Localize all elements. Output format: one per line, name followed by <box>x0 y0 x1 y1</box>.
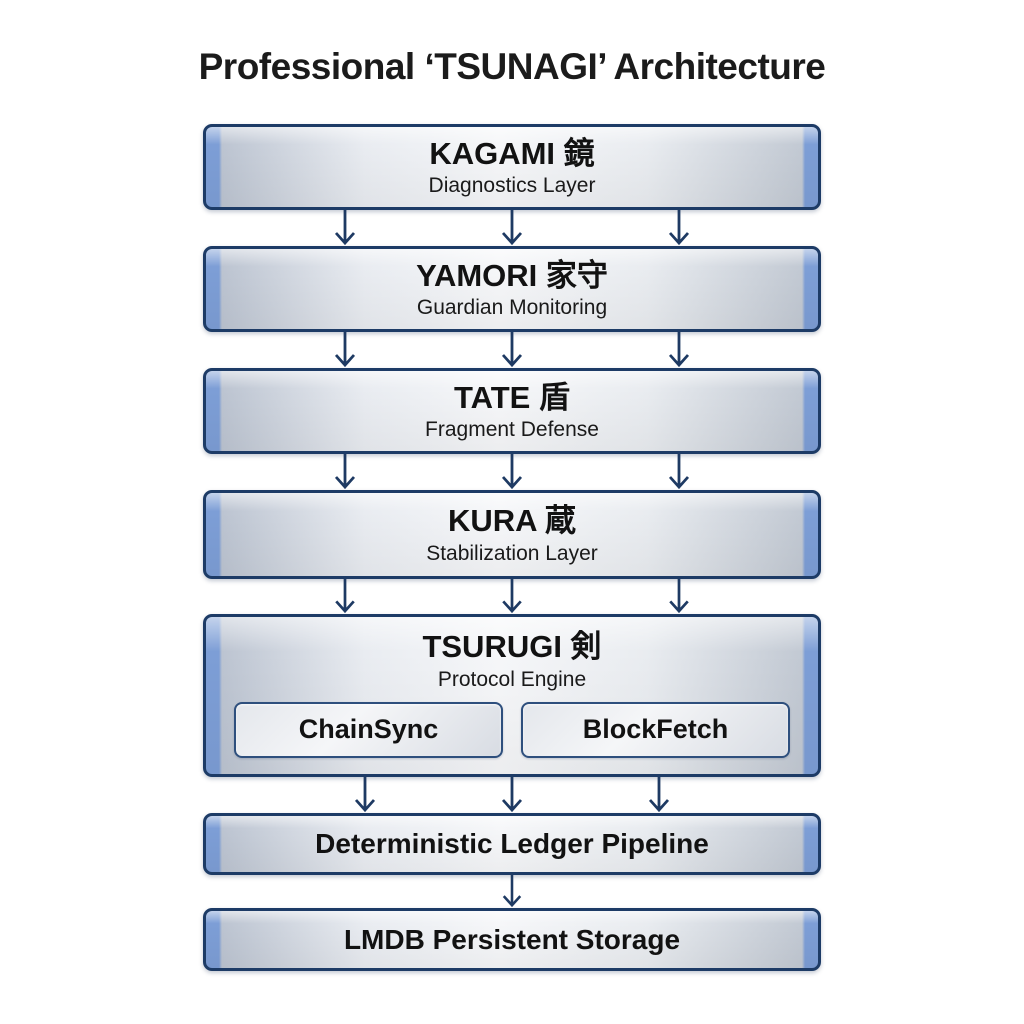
layer-box-yamori: YAMORI 家守 Guardian Monitoring <box>203 246 821 332</box>
down-arrow-icon <box>666 210 692 246</box>
layer-name: TSURUGI 剣 <box>422 629 602 664</box>
subcomponent-label: BlockFetch <box>582 714 729 745</box>
down-arrow-icon <box>666 454 692 490</box>
layer-name: LMDB Persistent Storage <box>343 923 681 955</box>
down-arrow-icon <box>332 454 358 490</box>
down-arrow-icon <box>666 579 692 614</box>
layer-subtitle: Stabilization Layer <box>426 541 598 565</box>
arrow-row <box>203 210 821 246</box>
subcomponent-box-chainsync: ChainSync <box>234 701 503 758</box>
down-arrow-icon <box>499 332 525 368</box>
layer-box-kagami: KAGAMI 鏡 Diagnostics Layer <box>203 124 821 210</box>
down-arrow-icon <box>499 777 525 813</box>
down-arrow-icon <box>499 579 525 614</box>
diagram-title: Professional ‘TSUNAGI’ Architecture <box>198 46 826 87</box>
down-arrow-icon <box>332 332 358 368</box>
layer-box-kura: KURA 蔵 Stabilization Layer <box>203 490 821 579</box>
layer-box-lmdb-storage: LMDB Persistent Storage <box>203 908 821 971</box>
down-arrow-icon <box>646 777 672 813</box>
arrow-row <box>203 579 821 614</box>
layer-name: Deterministic Ledger Pipeline <box>315 828 709 859</box>
subcomponent-row: ChainSync BlockFetch <box>206 692 818 758</box>
layer-name: KURA 蔵 <box>447 503 576 539</box>
layer-subtitle: Diagnostics Layer <box>428 174 596 198</box>
layer-subtitle: Protocol Engine <box>437 667 587 691</box>
layer-name: TATE 盾 <box>454 379 570 415</box>
down-arrow-icon <box>666 332 692 368</box>
down-arrow-icon <box>499 875 525 908</box>
down-arrow-icon <box>332 579 358 614</box>
arrow-row <box>203 777 821 813</box>
arrow-row <box>203 454 821 490</box>
layer-box-ledger-pipeline: Deterministic Ledger Pipeline <box>203 813 821 875</box>
layer-name: YAMORI 家守 <box>416 257 608 293</box>
down-arrow-icon <box>499 454 525 490</box>
subcomponent-label: ChainSync <box>298 714 439 745</box>
down-arrow-icon <box>352 777 378 813</box>
down-arrow-icon <box>332 210 358 246</box>
arrow-row <box>203 332 821 368</box>
arrow-row <box>203 875 821 908</box>
subcomponent-box-blockfetch: BlockFetch <box>521 701 790 758</box>
architecture-stack: KAGAMI 鏡 Diagnostics Layer YAMORI 家守 Gua… <box>203 124 821 971</box>
layer-name: KAGAMI 鏡 <box>429 135 595 171</box>
layer-box-tate: TATE 盾 Fragment Defense <box>203 368 821 454</box>
layer-subtitle: Fragment Defense <box>425 418 599 442</box>
down-arrow-icon <box>499 210 525 246</box>
layer-subtitle: Guardian Monitoring <box>416 296 608 320</box>
layer-box-tsurugi: TSURUGI 剣 Protocol Engine ChainSync Bloc… <box>203 614 821 777</box>
